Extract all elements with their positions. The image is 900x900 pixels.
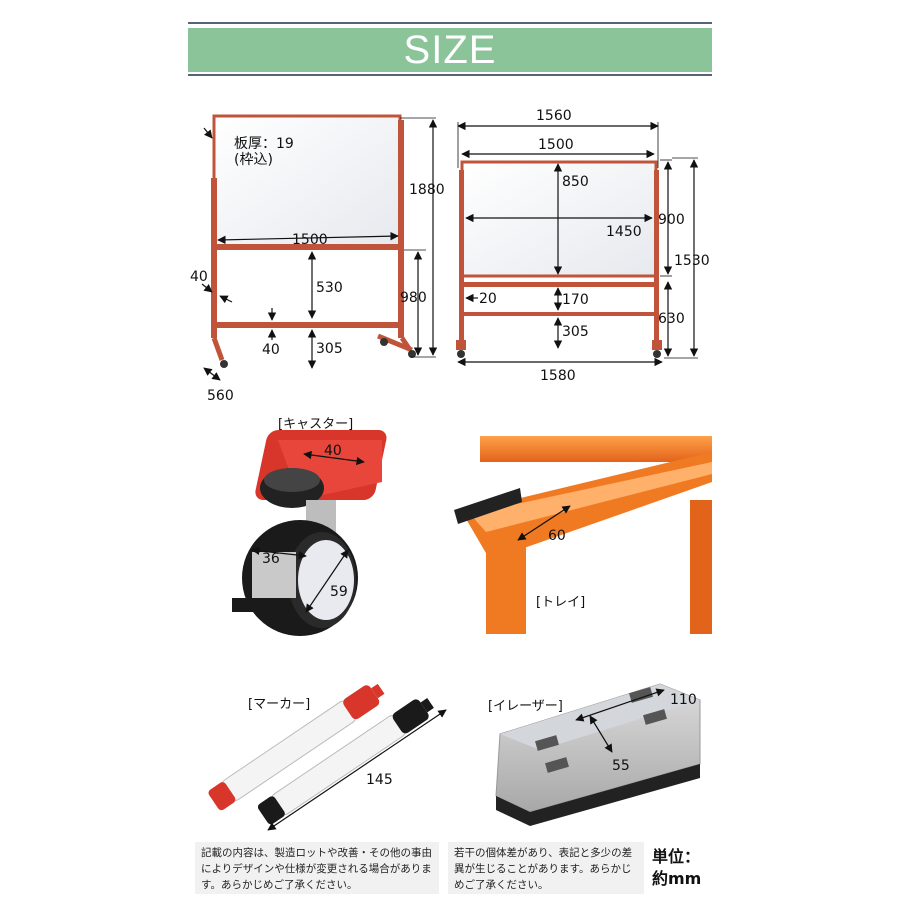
side-tray-gap-label: 170 (562, 292, 589, 308)
side-lower-height-label: 630 (658, 311, 685, 327)
frame-width-line (217, 231, 399, 245)
lower-bar (214, 322, 404, 328)
note-left: 記載の内容は、製造ロットや改善・その他の事由によりデザインや仕様が変更される場合… (195, 842, 439, 894)
note-right: 若干の個体差があり、表記と多少の差異が生じることがあります。あらかじめご了承くだ… (448, 842, 644, 894)
size-title: SIZE (403, 27, 497, 72)
front-tray-height-label: 980 (400, 290, 427, 306)
marker-title: [マーカー] (248, 697, 310, 712)
marker-panel: [マーカー] 145 (208, 683, 447, 831)
eraser-panel: [イレーザー] 110 55 (488, 683, 701, 826)
caster-icon (220, 360, 228, 368)
front-height-total-label: 1880 (409, 182, 445, 198)
side-right-post (654, 170, 659, 346)
caster-title: [キャスター] (278, 417, 353, 432)
side-board-inner-width-label: 1450 (606, 224, 642, 240)
eraser-length-label: 110 (670, 692, 697, 708)
unit-value: 約mm (652, 869, 702, 888)
side-tray (462, 282, 656, 287)
unit-prefix: 単位： (652, 847, 701, 866)
side-left-post (459, 170, 464, 346)
front-view-drawing: 板厚：19 (枠込) 1880 1500 530 305 980 40 40 5… (190, 114, 445, 404)
side-view-drawing: 1560 1500 850 1450 900 1530 20 170 305 6… (456, 108, 710, 384)
left-post (211, 178, 217, 338)
eraser-title: [イレーザー] (488, 699, 563, 714)
left-foot (211, 337, 225, 361)
front-depth-side-label: 40 (190, 269, 208, 285)
header-bottom-line (188, 74, 712, 76)
caster-icon (653, 350, 661, 358)
front-frame-width-label: 1500 (292, 232, 328, 248)
side-lower-bar (462, 312, 656, 316)
unit-label: 単位： 約mm (652, 846, 722, 890)
caster-wheel-width-label: 36 (262, 551, 280, 567)
size-banner: SIZE (188, 28, 712, 72)
right-post (398, 120, 404, 338)
caster-icon (457, 350, 465, 358)
side-board-width-label: 1500 (538, 137, 574, 153)
tray-panel: 60 [トレイ] (454, 436, 712, 634)
front-base-depth-label: 560 (207, 388, 234, 404)
caster-panel: [キャスター] 40 36 59 (232, 417, 387, 636)
tray-title: [トレイ] (536, 595, 585, 610)
eraser-width-label: 55 (612, 758, 630, 774)
caster-width-label: 40 (324, 443, 342, 459)
front-upper-height-label: 530 (316, 280, 343, 296)
whiteboard-side (460, 160, 658, 278)
caster-icon (380, 338, 388, 346)
side-tray-width-label: 20 (479, 291, 497, 307)
marker-length-label: 145 (366, 772, 393, 788)
side-floor-gap-label: 305 (562, 324, 589, 340)
side-height-total-label: 1530 (674, 253, 710, 269)
tray-depth-label: 60 (548, 528, 566, 544)
side-board-height-label: 850 (562, 174, 589, 190)
side-frame-height-label: 900 (658, 212, 685, 228)
side-width-total-label: 1560 (536, 108, 572, 124)
header-top-line (188, 22, 712, 24)
front-bar-thickness-label: 40 (262, 342, 280, 358)
caster-wheel-diameter-label: 59 (330, 584, 348, 600)
board-thickness-label: 板厚：19 (234, 136, 294, 152)
front-lower-height-label: 305 (316, 341, 343, 357)
front-tray (214, 244, 404, 250)
side-base-width-label: 1580 (540, 368, 576, 384)
board-thickness-note: (枠込) (234, 152, 273, 168)
